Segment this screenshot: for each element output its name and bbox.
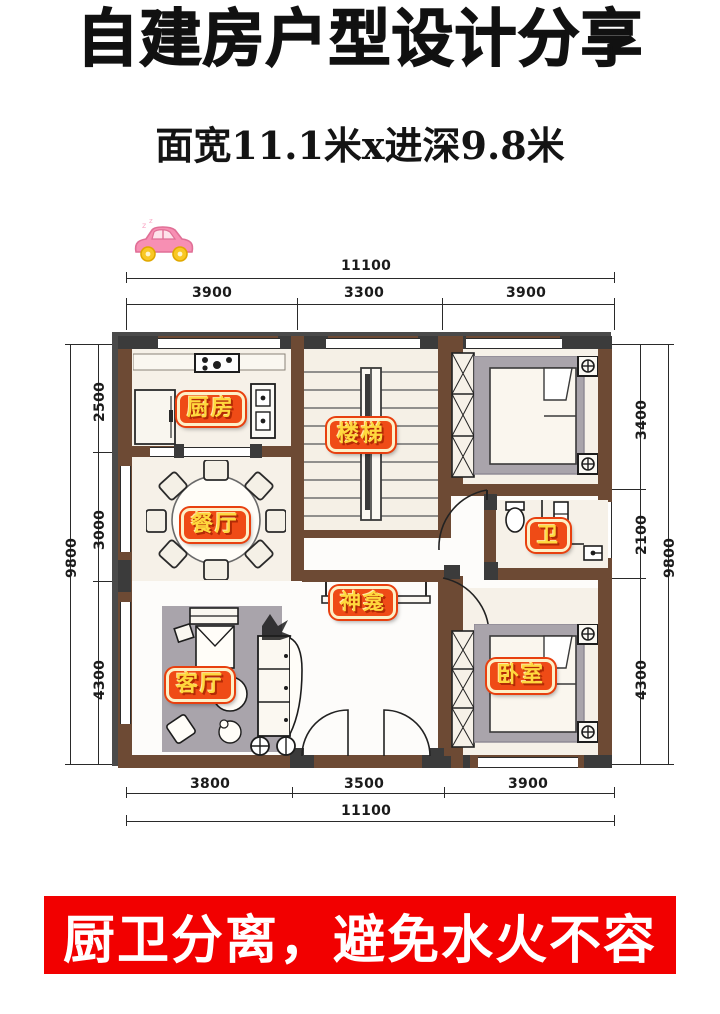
dim-ext: [297, 304, 298, 330]
room-label-living: 客厅: [166, 668, 235, 703]
wall-door-jamb: [290, 748, 304, 768]
wall-cap: [560, 336, 612, 349]
dim-ext: [612, 578, 642, 579]
dim-tick: [444, 787, 445, 798]
dim-tick: [126, 272, 127, 283]
wall-door-jamb: [484, 562, 498, 580]
wall-dining-right: [291, 457, 304, 581]
dim-ext: [612, 764, 670, 765]
dim-left-total-line: [70, 344, 71, 764]
window-living-left: [120, 602, 131, 724]
dim-top-seg-2: 3300: [344, 285, 385, 301]
grille-window-lower: [451, 630, 475, 748]
wall-kitchen-bottom-left: [118, 446, 180, 457]
dim-top-seg-3: 3900: [506, 285, 547, 301]
room-label-bathroom: 卫: [527, 519, 570, 553]
dim-right-seg-line: [640, 344, 641, 764]
banner-text: 厨卫分离，避免水火不容: [62, 910, 657, 971]
window-dining-left: [120, 466, 131, 552]
wall-shrine-right: [438, 570, 451, 756]
dim-tick: [614, 815, 615, 826]
wall-bathroom-bottom: [484, 568, 612, 580]
dim-tick: [442, 298, 443, 309]
dim-tick: [614, 787, 615, 798]
wall-living-bottom: [118, 755, 298, 768]
wall-stairs-right: [438, 336, 451, 538]
dim-tick: [126, 298, 127, 309]
dim-ext: [612, 344, 670, 345]
wall-door-jamb: [174, 444, 184, 458]
dim-top-seg-line: [126, 304, 614, 305]
kitchen-furniture: [132, 352, 289, 448]
wall-kitchen-bottom-right: [258, 446, 304, 457]
grille-window-upper: [451, 352, 475, 478]
dim-top-seg-1: 3900: [192, 285, 233, 301]
svg-text:z: z: [149, 218, 153, 225]
window-kitchen-pass: [150, 447, 250, 457]
wall-door-jamb: [430, 748, 444, 768]
wall-kitchen-right: [291, 336, 304, 457]
wall-cap: [118, 560, 131, 592]
dim-ext: [614, 304, 615, 330]
pink-car-icon: z z: [128, 217, 198, 268]
room-label-bedroom: 卧室: [487, 659, 556, 694]
dim-top-total-line: [126, 278, 614, 279]
wall-door-jamb: [250, 444, 262, 458]
window-stairs-top: [326, 338, 420, 349]
wall-cap: [584, 755, 612, 768]
wall-cap: [118, 336, 158, 349]
dim-bottom-seg-1: 3800: [190, 776, 231, 792]
wall-stairs-bottom: [291, 527, 451, 538]
room-label-stairs: 楼梯: [327, 418, 396, 453]
door-entrance-double: [300, 708, 432, 758]
window-bedroom-upper-top: [466, 338, 562, 349]
dim-tick: [614, 272, 615, 283]
room-label-dining: 餐厅: [181, 508, 250, 543]
svg-text:z: z: [142, 221, 146, 230]
window-kitchen-top: [158, 338, 280, 349]
dim-right-total-line: [668, 344, 669, 764]
dim-ext: [126, 304, 127, 330]
dim-ext: [70, 344, 128, 345]
wall-shrine-top: [302, 570, 450, 582]
door-bathroom: [437, 488, 489, 568]
dim-tick: [292, 787, 293, 798]
page-subtitle: 面宽11.1米x进深9.8米: [155, 123, 565, 168]
dim-top-total: 11100: [341, 258, 392, 274]
room-label-shrine: 神龛: [330, 586, 396, 620]
dim-bottom-seg-2: 3500: [344, 776, 385, 792]
wall-shadow-left: [112, 332, 121, 766]
dim-ext: [442, 304, 443, 330]
bottom-banner: 厨卫分离，避免水火不容: [44, 896, 676, 974]
dim-bottom-seg-line: [126, 793, 614, 794]
dim-left-seg-line: [98, 344, 99, 764]
wall-door-jamb: [444, 565, 460, 579]
room-label-kitchen: 厨房: [177, 392, 246, 427]
dim-tick: [126, 815, 127, 826]
dim-tick: [297, 298, 298, 309]
dim-bottom-total: 11100: [341, 803, 392, 819]
page-title: 自建房户型设计分享: [76, 1, 644, 76]
wall-bathroom-left: [484, 488, 496, 576]
dim-tick: [126, 787, 127, 798]
dim-tick: [614, 298, 615, 309]
dim-bottom-seg-3: 3900: [508, 776, 549, 792]
dim-ext: [612, 489, 642, 490]
dim-ext: [70, 764, 128, 765]
dim-bottom-total-line: [126, 821, 614, 822]
bed-upper: [473, 355, 599, 478]
window-bedroom-lower-bottom: [478, 757, 578, 768]
